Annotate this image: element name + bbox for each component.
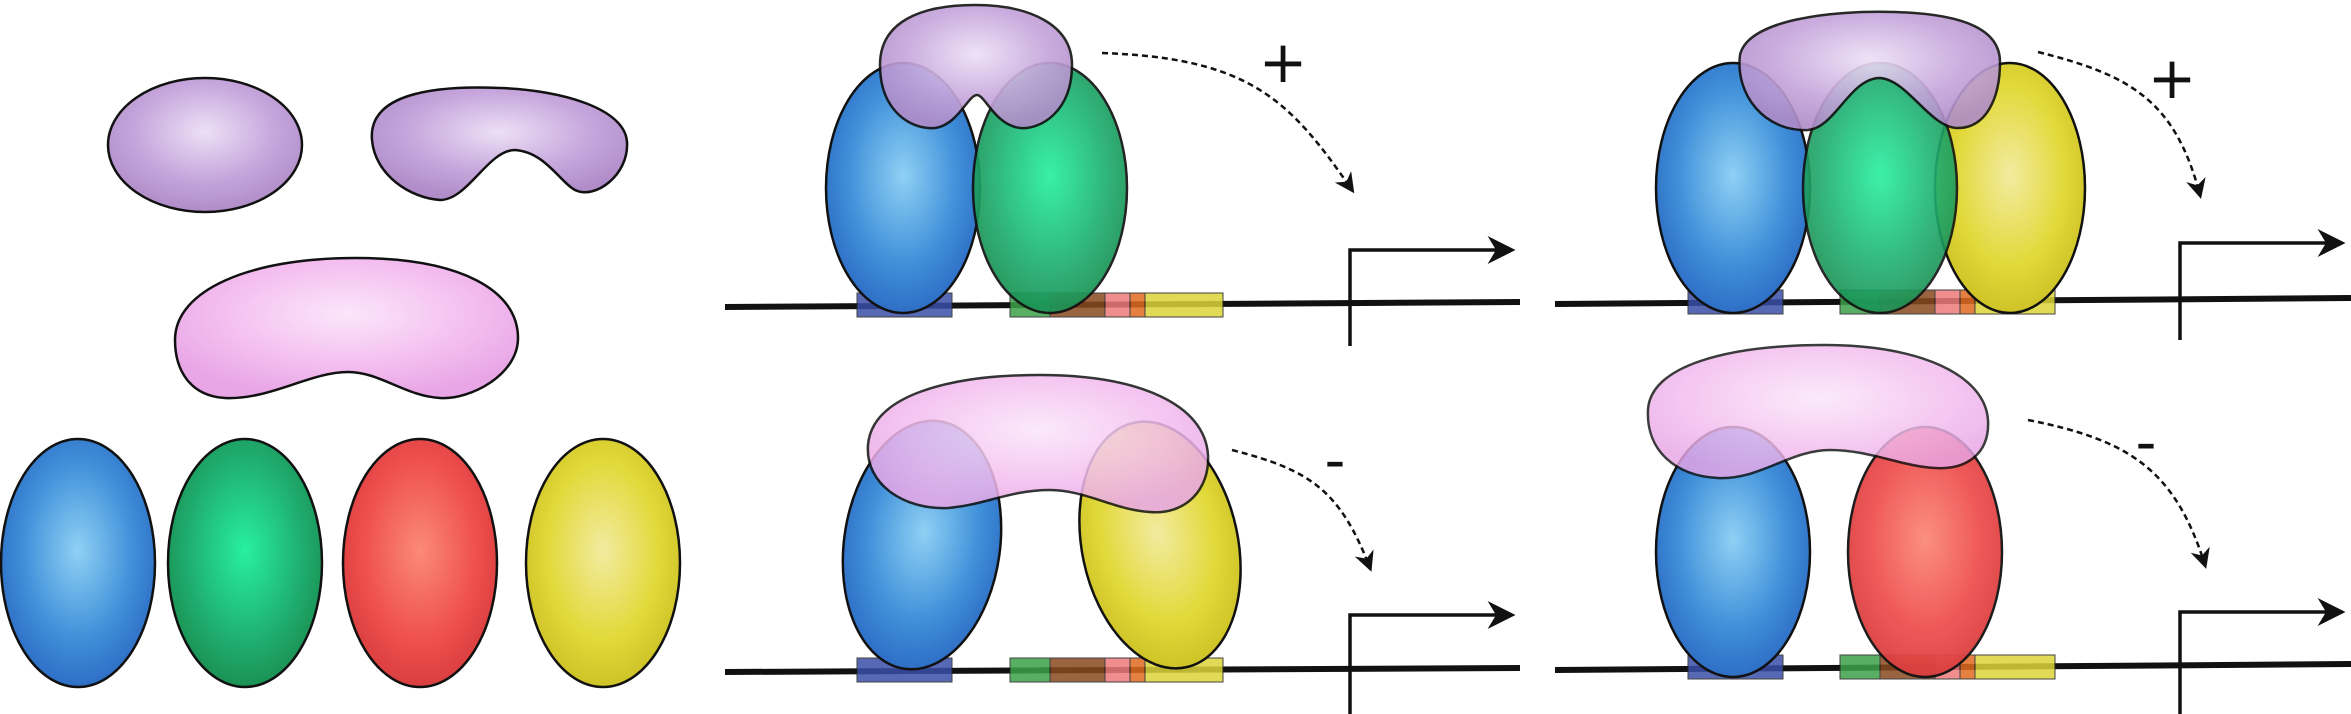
transcription-start-arrow: [1348, 601, 1516, 714]
repression-sign: -: [1325, 426, 1346, 494]
purple-cap-protein: [878, 3, 1074, 130]
blue-oval-protein: [0, 437, 157, 689]
activation-sign: +: [2148, 44, 2197, 112]
transcription-start-arrow: [2178, 229, 2346, 340]
yellow-oval-protein: [524, 437, 682, 689]
panel-bottom-middle: -: [724, 373, 1521, 714]
panel-top-right: +: [1554, 10, 2351, 340]
green-oval-protein: [166, 437, 324, 689]
transcription-start-arrow: [1348, 236, 1516, 346]
pink-cap-protein: [1646, 343, 1990, 480]
legend: [0, 76, 682, 689]
pink-cap-protein: [866, 373, 1210, 514]
regulation-arrow: [2027, 418, 2210, 569]
regulation-arrow: [2037, 50, 2206, 199]
transcription-start-arrow: [2178, 598, 2346, 714]
red-oval-protein: [341, 437, 499, 689]
purple-oval-protein: [106, 76, 304, 214]
pink-bent-protein: [173, 256, 520, 400]
purple-bent-protein: [370, 86, 629, 202]
regulation-arrow: [1101, 51, 1355, 194]
purple-cap-protein: [1738, 10, 2002, 132]
activation-sign: +: [1259, 28, 1308, 96]
regulation-arrow: [1231, 448, 1374, 572]
repression-sign: -: [2136, 408, 2157, 476]
panel-bottom-right: -: [1554, 343, 2351, 714]
panel-top-middle: +: [724, 3, 1521, 346]
